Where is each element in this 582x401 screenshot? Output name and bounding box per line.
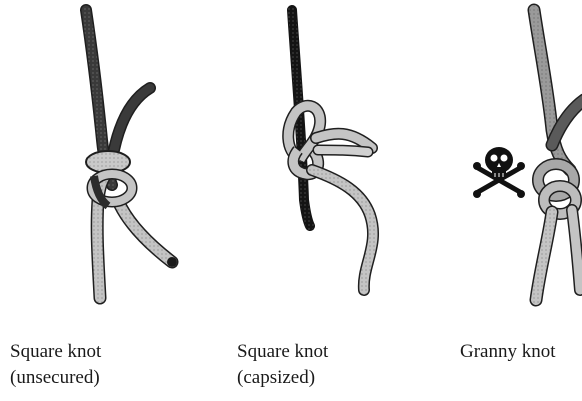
caption-granny-knot: Granny knot [460,339,556,365]
caption-square-knot-capsized: Square knot (capsized) [237,339,328,391]
caption-line-1: Square knot [10,339,101,365]
square-knot-capsized [288,10,373,290]
caption-square-knot-unsecured: Square knot (unsecured) [10,339,101,391]
caption-line-2: (capsized) [237,365,328,391]
caption-line-1: Granny knot [460,339,556,365]
granny-knot [473,10,582,300]
caption-line-1: Square knot [237,339,328,365]
square-knot-unsecured [86,10,177,298]
caption-line-2: (unsecured) [10,365,101,391]
skull-and-crossbones-icon [473,147,525,198]
